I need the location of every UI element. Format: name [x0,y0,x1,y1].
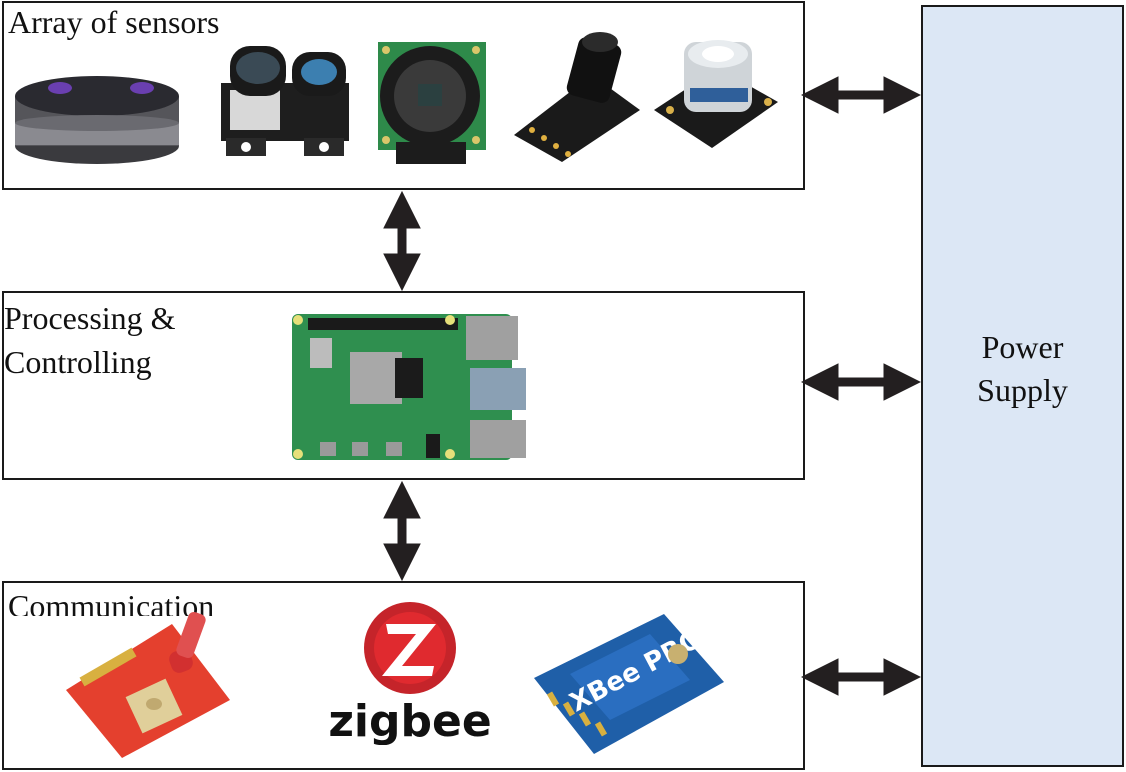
communication-title: Communication [8,588,215,616]
power-supply-label-line1: Power [981,329,1064,365]
gas-sensor-image [654,40,778,148]
thermal-sensor-image [514,32,640,162]
gps-module-image [66,611,230,758]
xbee-module-image: XBee PRO [534,614,724,754]
raspberry-pi-board-image [292,314,526,460]
sensors-title: Array of sensors [8,4,220,40]
zigbee-logo: zigbee [330,602,490,745]
processing-title-line1: Processing & [4,300,176,336]
lidar-rangefinder-image [221,46,349,156]
power-supply-label-line2: Supply [977,372,1068,408]
camera-module-image [378,42,486,164]
lidar-sensor-image [15,76,179,164]
processing-title-line2: Controlling [4,344,152,380]
power-supply-block [921,5,1124,767]
zigbee-logo-text: zigbee [330,696,490,745]
